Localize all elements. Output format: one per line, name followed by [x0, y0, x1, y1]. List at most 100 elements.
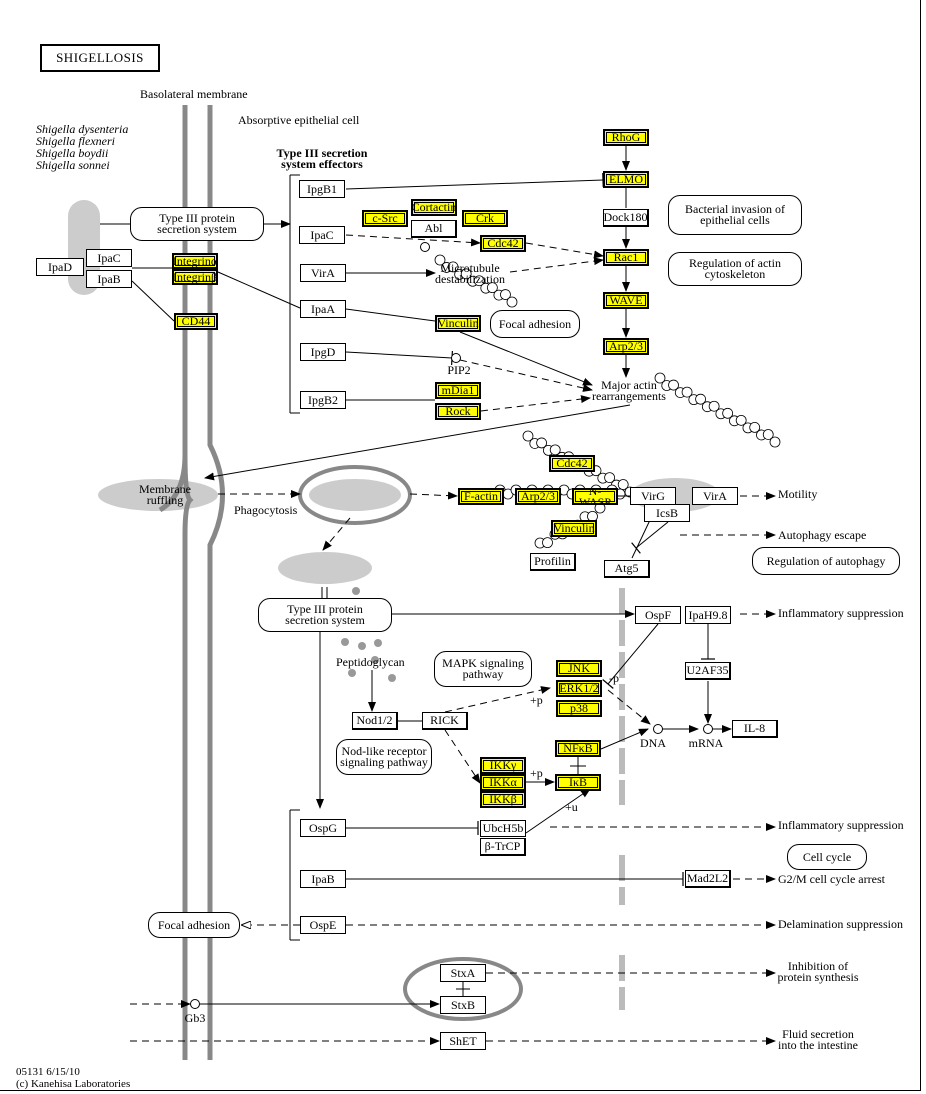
actin-monomer	[604, 472, 615, 484]
gene-ospf[interactable]: OspF	[635, 606, 681, 624]
gene-ipgb1[interactable]: IpgB1	[299, 180, 345, 198]
gene-cdc42-a[interactable]: Cdc42	[480, 235, 526, 252]
actin-monomer	[769, 436, 781, 448]
gene-cortactin[interactable]: Cortactin	[411, 199, 457, 216]
map-link-autophagy[interactable]: Regulation of autophagy	[752, 547, 900, 575]
gene-rhog[interactable]: RhoG	[603, 129, 649, 146]
map-link-t3ss-top[interactable]: Type III protein secretion system	[130, 207, 264, 241]
gene-u2af35[interactable]: U2AF35	[685, 662, 731, 680]
gene-nod12[interactable]: Nod1/2	[352, 712, 398, 730]
gene-vira-b[interactable]: VirA	[692, 487, 738, 505]
label-major-actin: Major actin rearrangements	[592, 378, 666, 403]
compound-circle	[653, 724, 663, 734]
gene-factin[interactable]: F-actin	[458, 488, 504, 505]
gene-stxb[interactable]: StxB	[440, 996, 486, 1014]
gene-profilin[interactable]: Profilin	[530, 553, 576, 571]
gene-icsb[interactable]: IcsB	[644, 504, 690, 522]
activation-edge	[607, 689, 651, 725]
actin-monomer	[473, 275, 485, 287]
gene-stxa[interactable]: StxA	[440, 964, 486, 982]
label-membrane-ruffling: Membrane ruffling	[139, 482, 191, 507]
gene-ubch5b[interactable]: UbcH5b	[480, 820, 526, 837]
gene-ipaa[interactable]: IpaA	[300, 300, 346, 318]
gene-vinculin-a[interactable]: Vinculin	[435, 315, 481, 332]
actin-monomer	[617, 479, 629, 490]
actin-monomer	[536, 437, 547, 449]
gene-ipah98[interactable]: IpaH9.8	[685, 606, 731, 624]
gene-ipgd[interactable]: IpgD	[300, 343, 346, 361]
gene-p38[interactable]: p38	[556, 700, 602, 717]
activation-edge	[459, 331, 593, 386]
map-link-mapk[interactable]: MAPK signaling pathway	[434, 651, 532, 687]
activation-edge	[409, 491, 458, 500]
gene-virg[interactable]: VirG	[630, 487, 676, 505]
actin-monomer	[500, 289, 511, 300]
label-basolateral: Basolateral membrane	[140, 86, 248, 101]
map-link-bacterial-invasion[interactable]: Bacterial invasion of epithelial cells	[668, 195, 802, 235]
map-link-actin-cytoskeleton[interactable]: Regulation of actin cytoskeleton	[668, 252, 802, 286]
gene-vinculin-b[interactable]: Vinculin	[551, 520, 597, 537]
gene-wave[interactable]: WAVE	[603, 292, 649, 309]
gene-cdc42-b[interactable]: Cdc42	[549, 455, 595, 472]
gene-ipgb2[interactable]: IpgB2	[300, 391, 346, 409]
map-link-nod-like[interactable]: Nod-like receptor signaling pathway	[336, 739, 432, 775]
label-mrna: mRNA	[688, 735, 724, 750]
gene-rac1[interactable]: Rac1	[603, 249, 649, 266]
gene-rick[interactable]: RICK	[422, 712, 468, 730]
gene-jnk[interactable]: JNK	[556, 660, 602, 677]
gene-ikb[interactable]: IκB	[555, 774, 601, 791]
activation-edge	[509, 257, 604, 273]
gene-nfkb[interactable]: NFκB	[555, 740, 601, 757]
outcome-autophagy-escape: Autophagy escape	[778, 527, 867, 542]
gene-elmo[interactable]: ELMO	[603, 171, 649, 188]
gene-ikkb[interactable]: IKKβ	[480, 791, 526, 808]
gene-arp23-a[interactable]: Arp2/3	[603, 338, 649, 355]
gene-vira[interactable]: VirA	[300, 264, 346, 282]
actin-monomer	[506, 296, 518, 308]
gene-ipac-b[interactable]: IpaC	[86, 249, 132, 267]
gene-il8[interactable]: IL-8	[732, 720, 778, 738]
map-link-focal-adhesion-bottom[interactable]: Focal adhesion	[148, 912, 240, 938]
activation-edge	[345, 308, 436, 322]
gene-ospg[interactable]: OspG	[300, 819, 346, 837]
actin-monomer	[668, 379, 679, 391]
outcome-motility: Motility	[778, 486, 818, 501]
gene-erk12[interactable]: ERK1/2	[556, 680, 602, 697]
label-dna: DNA	[640, 735, 666, 750]
gene-crk[interactable]: Crk	[462, 210, 508, 227]
gene-btrcp[interactable]: β-TrCP	[480, 838, 526, 856]
gene-integrin-a[interactable]: Integrinα	[172, 253, 218, 269]
gene-ipab-b[interactable]: IpaB	[86, 270, 132, 288]
actin-monomer	[460, 268, 472, 280]
gene-ipac[interactable]: IpaC	[299, 226, 345, 244]
actin-monomer	[486, 282, 498, 294]
gene-atg5[interactable]: Atg5	[604, 560, 650, 578]
gene-csrc[interactable]: c-Src	[362, 210, 408, 227]
gene-nwasp[interactable]: N-WASP	[572, 488, 618, 505]
activation-edge	[480, 395, 591, 412]
gene-shet[interactable]: ShET	[440, 1032, 486, 1050]
map-link-t3ss-mid[interactable]: Type III protein secretion system	[258, 598, 392, 632]
inhibition-edge	[345, 350, 453, 366]
map-link-cell-cycle[interactable]: Cell cycle	[787, 844, 867, 870]
gene-abl[interactable]: Abl	[411, 220, 457, 238]
gene-ipab[interactable]: IpaB	[300, 870, 346, 888]
gene-dock180[interactable]: Dock180	[603, 209, 649, 227]
gene-mdia1[interactable]: mDia1	[435, 382, 481, 399]
activation-edge	[345, 234, 481, 247]
gene-ospe[interactable]: OspE	[300, 916, 346, 934]
gene-cd44[interactable]: CD44	[174, 313, 218, 330]
gene-ikkg[interactable]: IKKγ	[480, 757, 526, 774]
actin-monomer	[708, 400, 720, 412]
gene-rock[interactable]: Rock	[435, 403, 481, 420]
gene-ipad[interactable]: IpaD	[36, 258, 84, 276]
gene-arp23-b[interactable]: Arp2/3	[515, 488, 561, 505]
gene-ikka[interactable]: IKKα	[480, 774, 526, 791]
gene-integrin-b[interactable]: Integrinβ	[172, 269, 218, 285]
gene-mad2l2[interactable]: Mad2L2	[685, 870, 731, 888]
map-link-focal-adhesion-top[interactable]: Focal adhesion	[490, 310, 580, 338]
label-phagocytosis: Phagocytosis	[234, 502, 298, 517]
actin-monomer	[654, 372, 666, 384]
activation-edge	[131, 280, 175, 322]
